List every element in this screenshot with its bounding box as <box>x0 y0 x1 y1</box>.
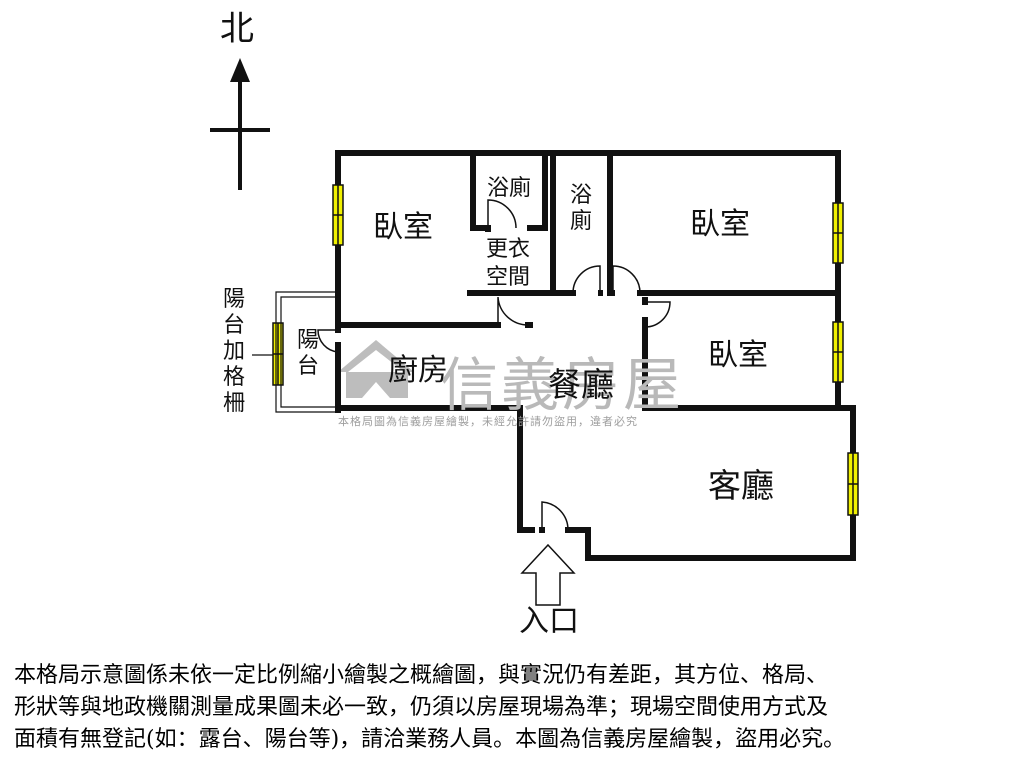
room-label-dining: 餐廳 <box>548 365 614 404</box>
disclaimer: 本格局示意圖係未依一定比例縮小繪製之概繪圖，與實況仍有差距，其方位、格局、 形狀… <box>14 660 1014 756</box>
entrance-label: 入口 <box>519 604 579 639</box>
disclaimer-line: 形狀等與地政機關測量成果圖未必一致，仍須以房屋現場為準；現場空間使用方式及 <box>14 695 829 720</box>
window-living <box>847 452 859 516</box>
doors <box>317 199 671 531</box>
label-balcony-grill: 陽台加格柵 <box>222 287 245 416</box>
walls <box>335 150 856 561</box>
room-label-bedroom-right: 臥室 <box>690 207 750 242</box>
room-label-kitchen: 廚房 <box>388 353 448 388</box>
window-bedroom-left <box>332 184 344 246</box>
entrance-arrow-icon <box>520 543 576 606</box>
room-label-closet: 更衣空間 <box>486 237 531 290</box>
room-label-bedroom-left: 臥室 <box>373 210 433 245</box>
watermark-logo-icon <box>338 340 414 398</box>
window-bedroom-middle <box>832 321 844 383</box>
north-label: 北 <box>220 9 254 49</box>
room-label-bathroom-small: 浴廁 <box>487 176 532 201</box>
balcony-outline <box>275 291 338 413</box>
door-hinges <box>335 226 648 533</box>
room-label-bathroom-center: 浴廁 <box>569 183 592 234</box>
disclaimer-line: 面積有無登記(如：露台、陽台等)，請洽業務人員。本圖為信義房屋繪製，盜用必究。 <box>14 727 846 752</box>
window-bedroom-right <box>832 202 844 264</box>
disclaimer-line: 本格局示意圖係未依一定比例縮小繪製之概繪圖，與實況仍有差距，其方位、格局、 <box>14 663 829 688</box>
room-label-bedroom-middle: 臥室 <box>708 338 768 373</box>
watermark-notice: 本格局圖為信義房屋繪製，未經允許請勿盜用，違者必究 <box>338 415 638 428</box>
room-label-living: 客廳 <box>708 466 774 505</box>
windows <box>272 184 859 516</box>
room-label-balcony: 陽台 <box>296 328 319 379</box>
compass-icon <box>210 58 270 190</box>
watermark-brand: 信義房屋 <box>440 351 685 419</box>
